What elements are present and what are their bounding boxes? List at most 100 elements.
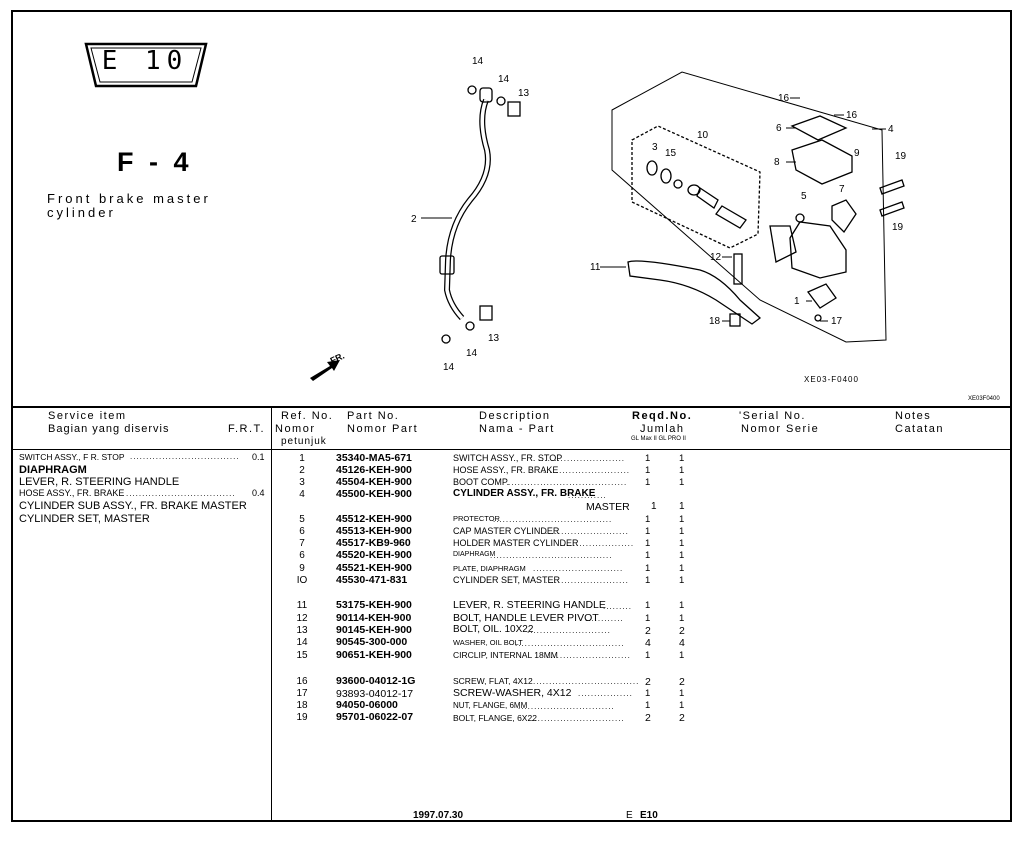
part-ref: 17 <box>296 688 308 699</box>
part-qty: 4 <box>679 637 685 649</box>
callout-2: 2 <box>411 214 417 225</box>
part-number: 94050-06000 <box>336 699 398 711</box>
part-description: HOLDER MASTER CYLINDER <box>453 538 579 548</box>
part-description: BOLT, HANDLE LEVER PIVOT <box>453 612 599 624</box>
part-qty: 1 <box>645 477 651 488</box>
callout-1: 1 <box>794 296 800 307</box>
part-qty: 2 <box>679 625 685 637</box>
section-badge: E 10 <box>101 46 189 76</box>
callout-16: 16 <box>846 110 858 121</box>
part-ref: 18 <box>296 700 308 711</box>
part-qty: 1 <box>679 575 685 586</box>
header-description: Description <box>479 410 551 422</box>
part-description: SWITCH ASSY., FR. STOP <box>453 453 563 463</box>
part-qty: 2 <box>645 712 651 724</box>
part-description: NUT, FLANGE, 6MM <box>453 701 528 710</box>
part-ref: 7 <box>299 538 305 549</box>
callout-8: 8 <box>774 157 780 168</box>
part-qty: 1 <box>645 600 651 611</box>
column-divider <box>271 406 272 822</box>
part-number: 95701-06022-07 <box>336 711 414 723</box>
part-ref: 19 <box>296 712 308 723</box>
header-part-no-id: Nomor Part <box>347 423 419 435</box>
part-ref: 6 <box>299 526 305 537</box>
footer-page-prefix: E <box>626 810 633 821</box>
header-serial-no: 'Serial No. <box>739 410 806 422</box>
callout-16: 16 <box>778 93 790 104</box>
callout-12: 12 <box>710 252 722 263</box>
part-ref: 14 <box>296 637 308 648</box>
callout-13: 13 <box>488 333 500 344</box>
callout-9: 9 <box>854 148 860 159</box>
part-ref: 5 <box>299 514 305 525</box>
part-qty: 1 <box>679 538 685 549</box>
header-ref-no-id: Nomor <box>275 423 316 435</box>
callout-14: 14 <box>443 362 455 373</box>
front-arrow-icon <box>310 360 340 381</box>
part-number: 45520-KEH-900 <box>336 549 412 561</box>
part-number: 45517-KB9-960 <box>336 537 411 549</box>
part-qty: 1 <box>679 526 685 537</box>
part-qty: 1 <box>679 465 685 476</box>
part-qty: 1 <box>679 688 685 699</box>
header-part-no: Part No. <box>347 410 400 422</box>
part-number: 90651-KEH-900 <box>336 649 412 661</box>
part-number: 90145-KEH-900 <box>336 624 412 636</box>
part-ref: 4 <box>299 489 305 500</box>
callout-13: 13 <box>518 88 530 99</box>
part-description: DIAPHRAGM <box>453 551 496 558</box>
part-number: 45126-KEH-900 <box>336 464 412 476</box>
part-qty: 1 <box>645 575 651 586</box>
part-description: CIRCLIP, INTERNAL 18MM <box>453 650 558 660</box>
service-item: CYLINDER SET, MASTER <box>19 513 150 525</box>
part-qty: 2 <box>679 676 685 688</box>
part-description-cont: MASTER <box>586 501 630 513</box>
part-qty: 1 <box>645 514 651 525</box>
part-qty: 1 <box>679 650 685 661</box>
service-item: CYLINDER SUB ASSY., FR. BRAKE MASTER <box>19 500 247 512</box>
callout-19: 19 <box>895 151 907 162</box>
header-reqd-no-id: Jumlah <box>640 423 685 435</box>
part-qty: 1 <box>679 477 685 488</box>
part-qty: 1 <box>645 465 651 476</box>
part-qty: 1 <box>679 600 685 611</box>
section-divider <box>11 406 1012 408</box>
part-number: 45530-471-831 <box>336 574 408 586</box>
part-qty: 1 <box>645 526 651 537</box>
part-number: 93893-04012-17 <box>336 688 414 700</box>
part-ref: 2 <box>299 465 305 476</box>
callout-4: 4 <box>888 124 894 135</box>
service-item: DIAPHRAGM <box>19 464 87 476</box>
exploded-diagram: 14 14 13 2 13 14 14 10 3 15 16 16 6 4 9 … <box>310 56 1000 402</box>
part-ref: 1 <box>299 453 305 464</box>
part-qty: 1 <box>645 453 651 464</box>
part-description: PLATE, DIAPHRAGM <box>453 564 526 573</box>
part-qty: 2 <box>645 625 651 637</box>
part-description: CYLINDER SET, MASTER <box>453 575 561 585</box>
part-qty: 2 <box>679 712 685 724</box>
callout-7: 7 <box>839 184 845 195</box>
part-ref: 3 <box>299 477 305 488</box>
part-description: BOLT, FLANGE, 6X22 <box>453 713 537 723</box>
part-description: SCREW, FLAT, 4X12 <box>453 676 533 686</box>
callout-14: 14 <box>472 56 484 67</box>
part-qty: 1 <box>679 700 685 711</box>
part-description: CYLINDER ASSY., FR. BRAKE <box>453 488 596 499</box>
part-ref: 6 <box>299 550 305 561</box>
callout-6: 6 <box>776 123 782 134</box>
service-item-frt: 0.4 <box>252 488 265 498</box>
part-description: SCREW-WASHER, 4X12 <box>453 687 572 699</box>
header-service-item: Service item <box>48 410 127 422</box>
header-frt: F.R.T. <box>228 423 266 435</box>
part-ref: 9 <box>299 563 305 574</box>
part-qty: 1 <box>645 650 651 661</box>
header-notes-id: Catatan <box>895 423 945 435</box>
part-number: 90114-KEH-900 <box>336 612 412 624</box>
header-reqd-no: Reqd.No. <box>632 410 693 422</box>
part-qty: 1 <box>645 563 651 574</box>
part-ref: 15 <box>296 650 308 661</box>
part-qty: 1 <box>645 613 651 624</box>
part-qty: 1 <box>679 550 685 561</box>
header-ref-no: Ref. No. <box>281 410 334 422</box>
part-description: CAP MASTER CYLINDER <box>453 526 560 536</box>
